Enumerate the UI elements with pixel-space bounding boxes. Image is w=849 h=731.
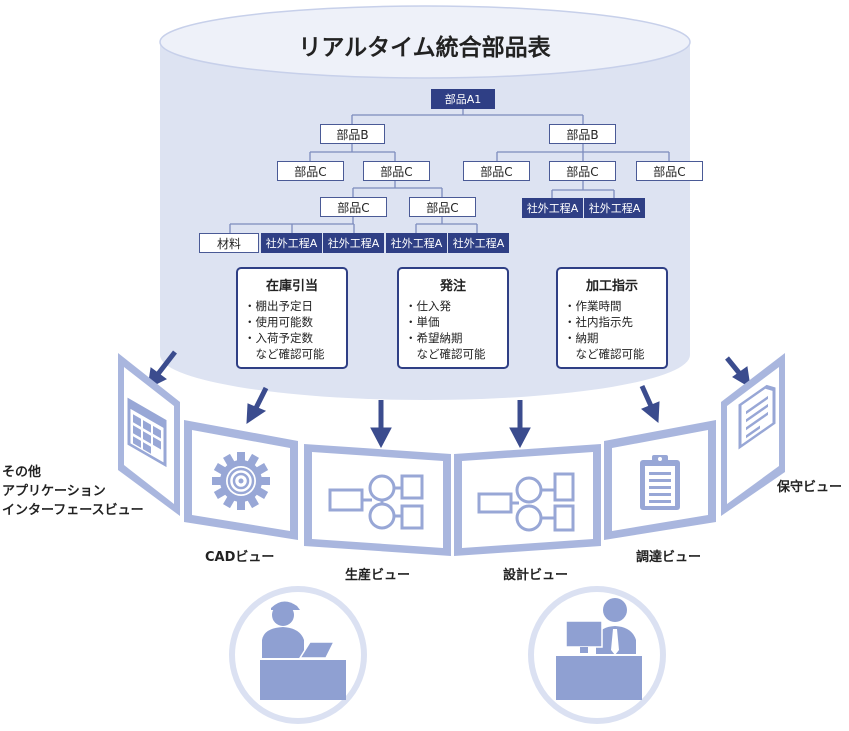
outsourced-process: 社外工程A	[584, 198, 645, 218]
info-box-inventory: 在庫引当 ・棚出予定日 ・使用可能数 ・入荷予定数 など確認可能	[236, 267, 348, 369]
part-level1-right: 部品B	[549, 124, 616, 144]
part-level2: 部品C	[277, 161, 344, 181]
label-cad-view: CADビュー	[205, 550, 275, 565]
info-box-processing: 加工指示 ・作業時間 ・社内指示先 ・納期 など確認可能	[556, 267, 668, 369]
part-level2: 部品C	[363, 161, 430, 181]
label-other-view: その他 アプリケーション インターフェースビュー	[2, 465, 144, 518]
arrow-to-procurement-view	[639, 384, 660, 424]
page-title: リアルタイム統合部品表	[298, 35, 551, 61]
label-procurement-view: 調達ビュー	[636, 550, 702, 565]
tree-connectors	[229, 108, 670, 233]
calendar-icon	[127, 397, 167, 468]
block-diagram-icon	[328, 474, 424, 530]
info-box-title: 発注	[439, 279, 466, 294]
part-level3: 部品C	[320, 197, 387, 217]
office-worker-icon	[528, 586, 666, 724]
document-icon	[738, 384, 776, 450]
part-level2: 部品C	[549, 161, 616, 181]
clipboard-icon	[640, 455, 680, 510]
worker-icon	[229, 586, 367, 724]
outsourced-process: 社外工程A	[386, 233, 447, 253]
arrow-to-production-view	[370, 400, 392, 449]
info-box-title: 在庫引当	[265, 279, 318, 294]
outsourced-process: 社外工程A	[323, 233, 384, 253]
info-box-ordering: 発注 ・仕入発 ・単価 ・希望納期 など確認可能	[397, 267, 509, 369]
cylinder-top	[159, 5, 691, 79]
outsourced-process: 社外工程A	[261, 233, 322, 253]
block-diagram-icon	[477, 472, 575, 532]
outsourced-process: 社外工程A	[448, 233, 509, 253]
arrow-to-cad-view	[246, 386, 269, 424]
arrow-to-maintenance-view	[725, 356, 751, 388]
outsourced-process: 社外工程A	[522, 198, 583, 218]
label-production-view: 生産ビュー	[345, 568, 411, 583]
part-level1-left: 部品B	[320, 124, 385, 144]
material-box: 材料	[199, 233, 259, 253]
info-box-title: 加工指示	[585, 279, 638, 294]
gear-icon	[212, 452, 270, 510]
part-root: 部品A1	[431, 89, 495, 109]
part-level2: 部品C	[463, 161, 530, 181]
label-maintenance-view: 保守ビュー	[777, 480, 843, 495]
label-design-view: 設計ビュー	[503, 568, 569, 583]
arrow-to-design-view	[509, 400, 531, 449]
part-level3: 部品C	[409, 197, 476, 217]
part-level2: 部品C	[636, 161, 703, 181]
